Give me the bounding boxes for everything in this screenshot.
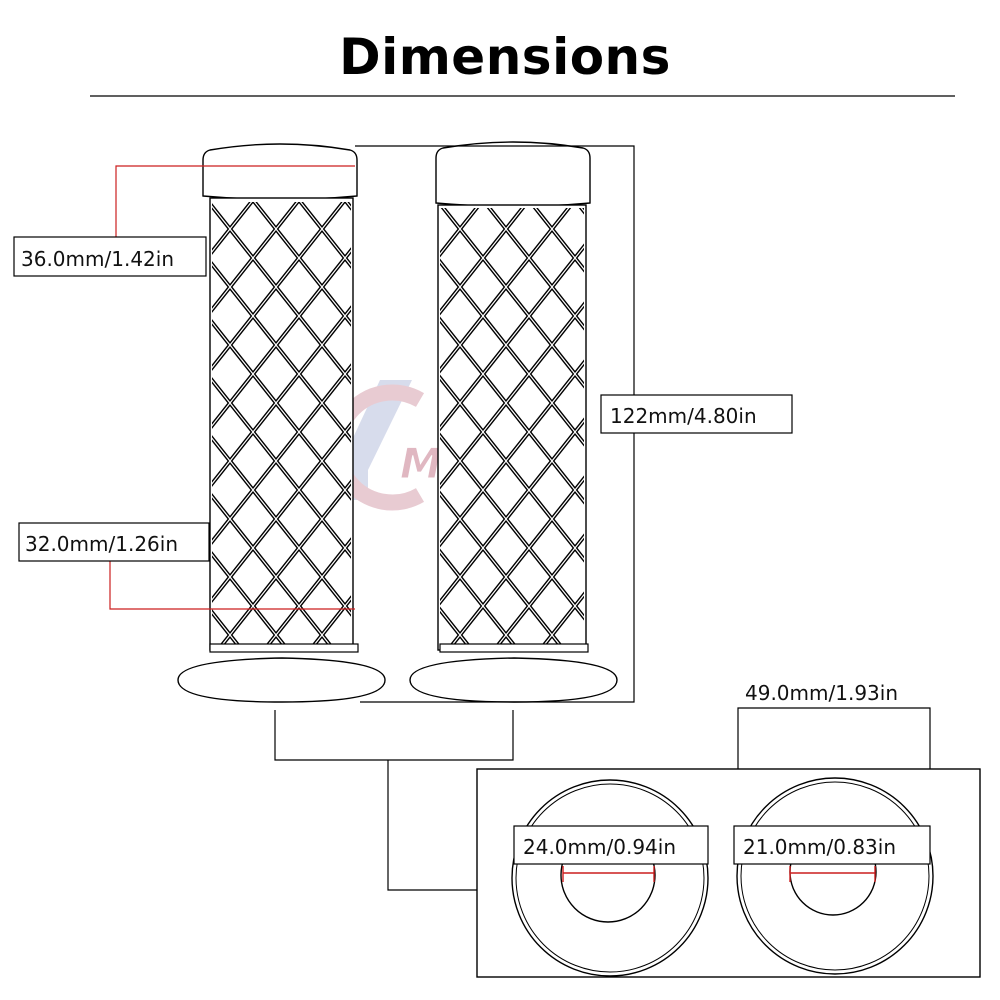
left-grip	[177, 143, 386, 703]
label-grip-outer-diameter: 36.0mm/1.42in	[13, 236, 207, 277]
label-inner-diameter-left: 24.0mm/0.94in	[513, 825, 709, 865]
label-inner-diameter-right: 21.0mm/0.83in	[733, 825, 931, 865]
right-grip-flange	[409, 657, 618, 703]
svg-text:49.0mm/1.93in: 49.0mm/1.93in	[745, 681, 898, 705]
right-grip	[409, 141, 618, 703]
red-dimension-leaders	[109, 165, 355, 610]
label-grip-length: 122mm/4.80in	[600, 394, 793, 434]
end-view-left	[511, 779, 709, 977]
end-view-right	[736, 777, 934, 975]
right-grip-knurl	[440, 208, 584, 648]
svg-text:32.0mm/1.26in: 32.0mm/1.26in	[25, 532, 178, 556]
svg-text:24.0mm/0.94in: 24.0mm/0.94in	[523, 835, 676, 859]
left-grip-flange	[177, 657, 386, 703]
left-grip-knurl	[212, 202, 351, 648]
label-grip-body-diameter: 32.0mm/1.26in	[18, 522, 210, 562]
right-grip-cap	[435, 141, 591, 208]
left-grip-cap	[202, 143, 358, 201]
inner-diameter-markers	[562, 866, 876, 882]
svg-text:122mm/4.80in: 122mm/4.80in	[610, 404, 757, 428]
label-flange-diameter: 49.0mm/1.93in	[745, 681, 898, 705]
svg-text:36.0mm/1.42in: 36.0mm/1.42in	[21, 247, 174, 271]
page-title: Dimensions	[339, 28, 671, 86]
svg-text:21.0mm/0.83in: 21.0mm/0.83in	[743, 835, 896, 859]
